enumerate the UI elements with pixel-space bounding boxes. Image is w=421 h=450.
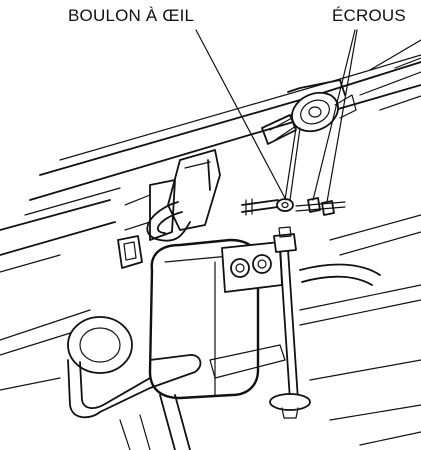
upper-frame-rails (24, 39, 421, 216)
eye-bolt-label: BOULON À ŒIL (68, 6, 195, 25)
eye-bolt-leader-line (195, 29, 287, 201)
leader-lines (195, 29, 358, 203)
central-housing (148, 238, 283, 400)
left-diagonal-bar (0, 199, 116, 356)
lower-frame (0, 344, 286, 450)
cable (284, 127, 301, 201)
nuts-label: ÉCROUS (332, 6, 406, 25)
hose-loop (146, 201, 191, 242)
nuts (295, 197, 346, 216)
eye-bolt (241, 198, 294, 216)
handle-loop (67, 316, 202, 419)
nut-leader-line-2 (326, 29, 358, 203)
vertical-rod (269, 226, 311, 419)
nut-leader-line-1 (312, 29, 356, 201)
right-tube-frame (299, 214, 421, 446)
pulley-assembly (261, 79, 357, 145)
